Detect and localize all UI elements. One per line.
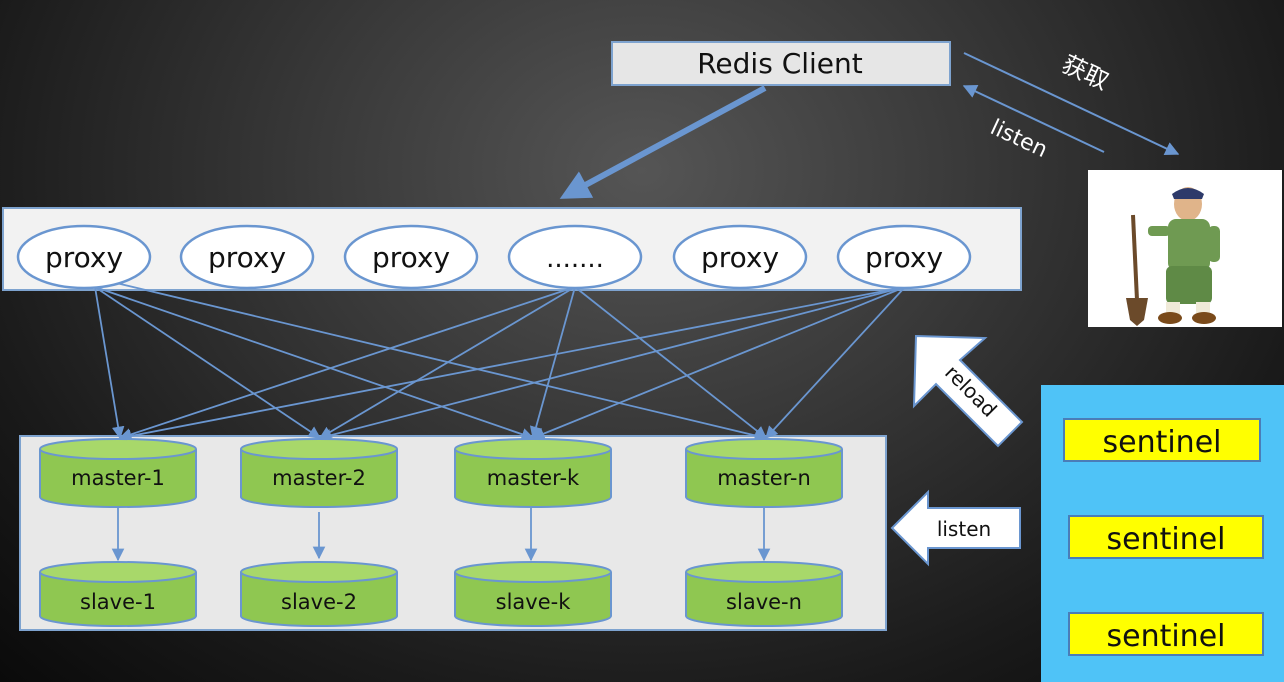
master-label: master-n [717,466,811,490]
proxy-label: proxy [372,241,450,274]
proxy-node-2: proxy [179,224,315,290]
proxy-node-5: proxy [672,224,808,290]
client-to-proxy-arrow [559,85,767,199]
link-pn-m1 [118,286,906,443]
proxy-label: proxy [865,241,943,274]
sentinel-node-2: sentinel [1068,515,1264,559]
fetch-arrow [963,52,1180,155]
proxy-node-ellipsis: ....... [507,224,643,290]
slave-nodes: slave-1 slave-2 slave-k slave-n [39,561,843,627]
link-pn-mk [531,286,906,440]
link-pd-mk [529,286,576,440]
master-label: master-1 [71,466,165,490]
zookeeper-icon [1126,187,1220,326]
listen-zk-arrow [962,85,1105,153]
proxy-label: proxy [45,241,123,274]
reload-arrow: reload [912,334,1024,448]
link-pn-mn [765,286,906,439]
proxy-node-3: proxy [343,224,479,290]
slave-node-1: slave-1 [39,561,197,627]
slave-label: slave-n [726,590,802,614]
link-p1-mk [94,286,535,441]
master-label: master-k [487,466,580,490]
link-p1-m2 [94,286,322,439]
slave-label: slave-k [496,590,572,614]
master-node-k: master-k [454,438,612,508]
slave-node-2: slave-2 [240,561,398,627]
proxy-node-1: proxy [16,224,152,290]
zookeeper-card [1088,170,1282,327]
listen-side-label: listen [937,517,991,541]
master-node-1: master-1 [39,438,197,508]
sentinel-node-1: sentinel [1063,418,1261,462]
replication-arrows [111,508,771,562]
sentinel-label: sentinel [1106,619,1225,654]
proxy-label: proxy [208,241,286,274]
slave-node-k: slave-k [454,561,612,627]
link-pd-m2 [318,286,576,439]
master-node-2: master-2 [240,438,398,508]
master-nodes: master-1 master-2 master-k master-n [39,438,843,508]
sentinel-label: sentinel [1102,425,1221,460]
master-node-n: master-n [685,438,843,508]
slave-node-n: slave-n [685,561,843,627]
fetch-label: 获取 [1058,50,1113,96]
redis-client-label: Redis Client [697,47,863,80]
master-label: master-2 [272,466,366,490]
proxy-label: ....... [546,244,604,274]
listen-arrow: listen [890,489,1021,567]
sentinel-panel: sentinel sentinel sentinel [1041,385,1284,682]
link-pn-m2 [318,286,906,442]
link-p1-m1 [94,286,125,440]
slave-label: slave-1 [80,590,156,614]
sentinel-label: sentinel [1106,522,1225,557]
redis-client: Redis Client [611,41,951,86]
proxy-master-links [94,281,906,443]
link-pd-mn [574,286,767,439]
proxy-label: proxy [701,241,779,274]
slave-label: slave-2 [281,590,357,614]
link-pd-m1 [118,286,576,441]
link-p1-mn [111,281,768,442]
proxy-nodes: proxy proxy proxy ....... proxy proxy [16,224,972,290]
sentinel-node-3: sentinel [1068,612,1264,656]
proxy-node-6: proxy [836,224,972,290]
